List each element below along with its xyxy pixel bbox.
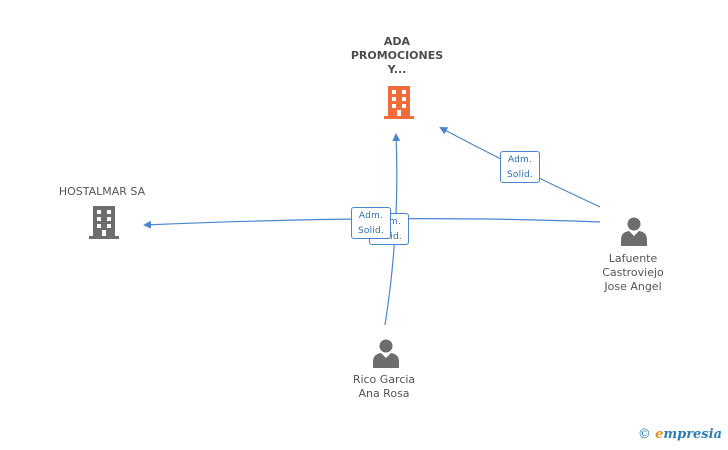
badge-line-1: Adm. xyxy=(507,155,533,165)
person-icon[interactable] xyxy=(619,216,649,246)
brand-logo: empresia xyxy=(655,427,722,442)
badge-line-1: Adm. xyxy=(358,211,384,221)
company-building-icon[interactable] xyxy=(88,205,120,239)
company-building-icon[interactable] xyxy=(383,85,415,119)
company-hostalmar-label: HOSTALMAR SA xyxy=(58,185,146,198)
person-icon[interactable] xyxy=(371,338,401,368)
edge-role-badge[interactable]: Adm. Solid. xyxy=(500,151,540,183)
person-lafuente-label: Lafuente Castroviejo Jose Angel xyxy=(602,252,664,293)
company-ada-label: ADA PROMOCIONES Y... xyxy=(350,35,444,76)
edge-role-badge[interactable]: Adm. Solid. xyxy=(351,207,391,239)
copyright-brand: © empresia xyxy=(638,427,722,442)
copyright-symbol: © xyxy=(637,427,651,442)
badge-line-2: Solid. xyxy=(507,170,533,180)
badge-line-2: Solid. xyxy=(358,226,384,236)
person-rico-label: Rico Garcia Ana Rosa xyxy=(352,373,416,400)
